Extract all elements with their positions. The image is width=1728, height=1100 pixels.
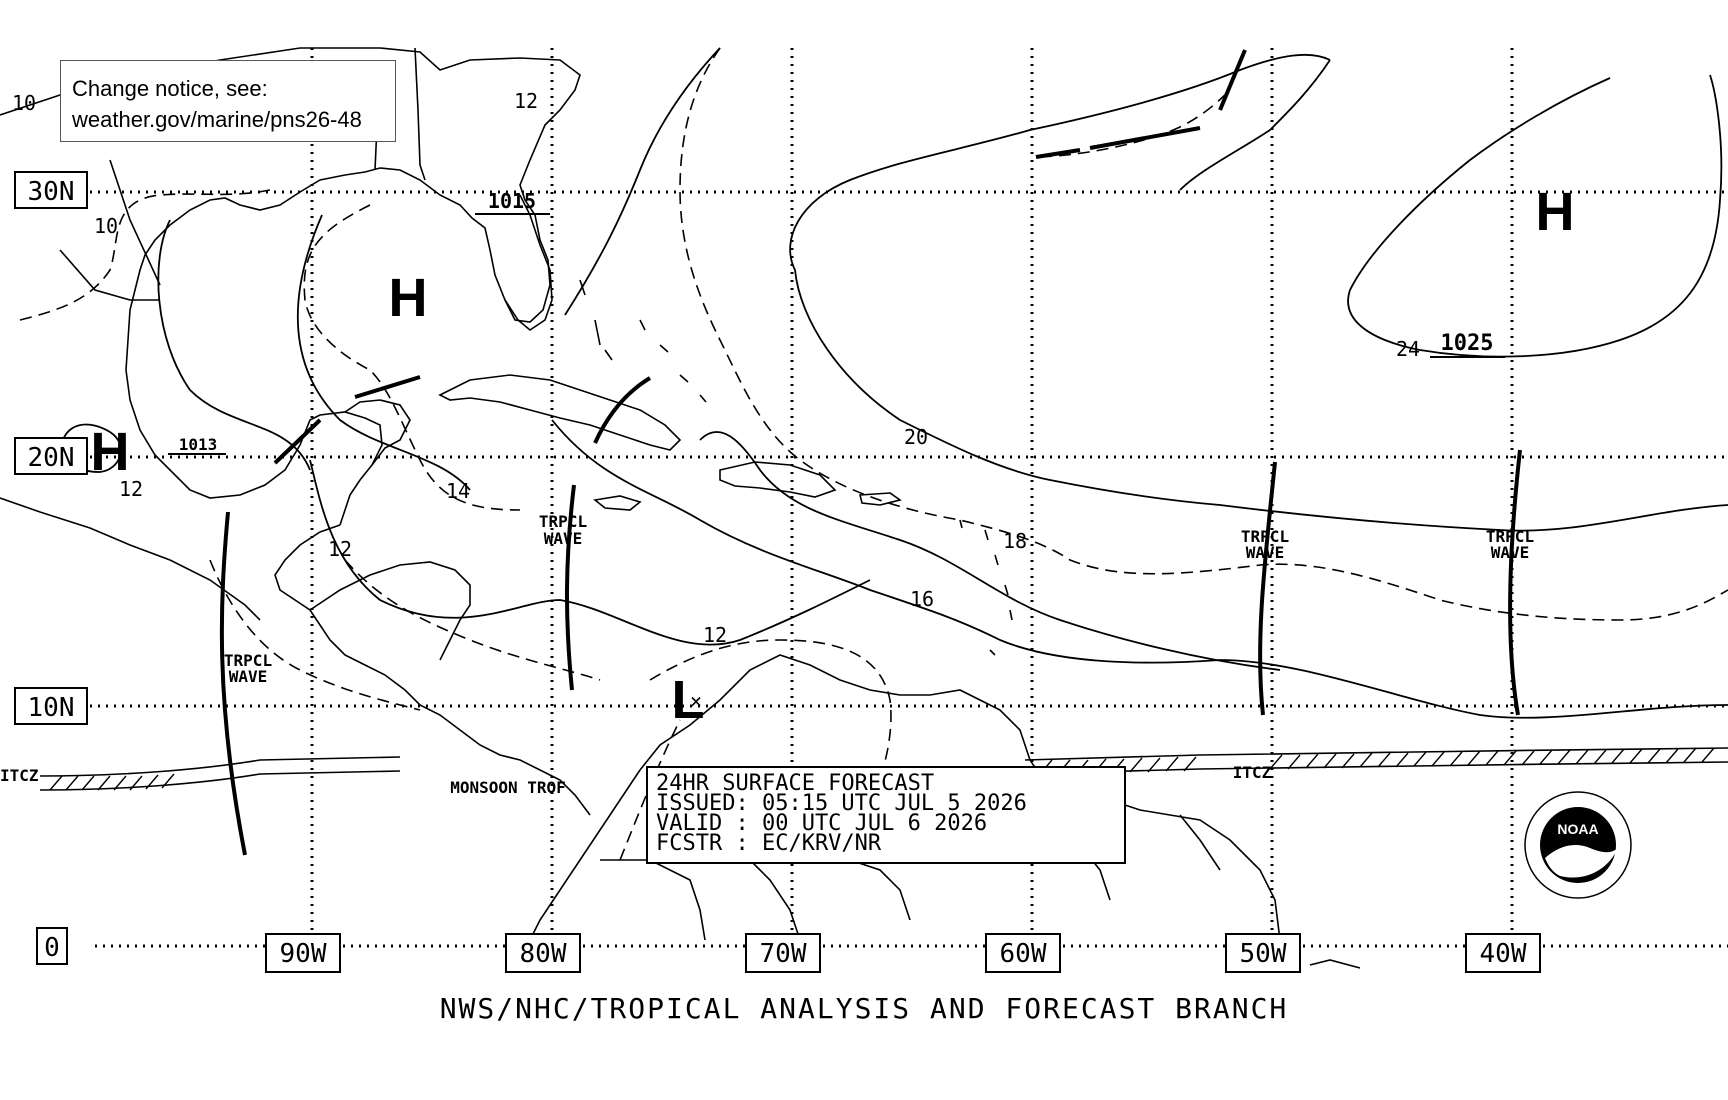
itcz-bands <box>39 747 1728 791</box>
high-center-west-value: 1013 <box>179 435 218 454</box>
svg-text:10: 10 <box>94 214 118 238</box>
svg-text:12: 12 <box>703 623 727 647</box>
svg-text:20: 20 <box>904 425 928 449</box>
forecast-forecasters: FCSTR : EC/KRV/NR <box>656 831 882 856</box>
latitude-labels: 30N 20N 10N 0 <box>14 171 88 965</box>
trpcl-label-2: TRPCL <box>539 512 587 531</box>
tropical-wave-axes <box>219 49 1522 856</box>
high-center-atlantic-value: 1025 <box>1441 331 1494 356</box>
wave-label-2: WAVE <box>544 529 583 548</box>
forecast-title: 24HR SURFACE FORECAST <box>656 771 935 796</box>
svg-text:18: 18 <box>1003 529 1027 553</box>
noaa-seal-icon: NOAA <box>1524 791 1632 899</box>
change-notice-box: Change notice, see: weather.gov/marine/p… <box>60 60 396 142</box>
isobars-dashed <box>19 47 1728 861</box>
monsoon-trof-label: MONSOON TROF <box>450 778 566 797</box>
trpcl-label-1: TRPCL <box>224 651 272 670</box>
lat-label-0: 0 <box>44 933 60 963</box>
svg-text:10: 10 <box>12 91 36 115</box>
trpcl-label-4: TRPCL <box>1486 527 1534 546</box>
footer-credit: NWS/NHC/TROPICAL ANALYSIS AND FORECAST B… <box>439 992 1289 1025</box>
itcz-label-east: ITCZ <box>1233 763 1272 782</box>
lat-label-20n: 20N <box>28 443 75 473</box>
isobar-labels: 10 12 10 12 14 12 12 20 18 16 24 <box>12 89 1420 647</box>
svg-text:24: 24 <box>1396 337 1420 361</box>
lon-label-50w: 50W <box>1240 939 1287 969</box>
isobars-solid <box>59 47 1728 719</box>
svg-text:12: 12 <box>328 537 352 561</box>
change-notice-link[interactable]: weather.gov/marine/pns26-48 <box>72 107 362 132</box>
high-center-atlantic: H <box>1536 182 1575 242</box>
wave-label-1: WAVE <box>229 667 268 686</box>
svg-text:12: 12 <box>119 477 143 501</box>
pressure-centers: H 1015 H 1013 H 1025 L × <box>91 182 1575 730</box>
high-center-gulf-value: 1015 <box>488 189 536 213</box>
lon-label-70w: 70W <box>760 939 807 969</box>
svg-text:12: 12 <box>514 89 538 113</box>
high-center-west: H <box>91 422 130 482</box>
svg-text:14: 14 <box>446 479 470 503</box>
lon-label-40w: 40W <box>1480 939 1527 969</box>
change-notice-line1: Change notice, see: <box>72 76 268 101</box>
wave-label-4: WAVE <box>1491 543 1530 562</box>
low-center-x-icon: × <box>690 689 702 713</box>
low-center-caribbean: L <box>672 670 705 730</box>
longitude-labels: 90W 80W 70W 60W 50W 40W <box>265 933 1541 973</box>
forecast-issued: ISSUED: 05:15 UTC JUL 5 2026 <box>656 791 1027 816</box>
lat-lon-grid <box>90 48 1728 948</box>
noaa-logo-text: NOAA <box>1557 821 1598 837</box>
lat-label-10n: 10N <box>28 693 75 723</box>
lon-label-80w: 80W <box>520 939 567 969</box>
forecast-valid: VALID : 00 UTC JUL 6 2026 <box>656 811 988 836</box>
lat-label-30n: 30N <box>28 177 75 207</box>
itcz-label-west: ITCZ <box>0 766 39 785</box>
high-center-gulf: H <box>389 268 428 328</box>
svg-text:16: 16 <box>910 587 934 611</box>
lon-label-90w: 90W <box>280 939 327 969</box>
coastlines <box>0 47 1361 969</box>
lon-label-60w: 60W <box>1000 939 1047 969</box>
feature-labels: TRPCL WAVE TRPCL WAVE TRPCL WAVE TRPCL W… <box>0 512 1534 797</box>
trpcl-label-3: TRPCL <box>1241 527 1289 546</box>
wave-label-3: WAVE <box>1246 543 1285 562</box>
